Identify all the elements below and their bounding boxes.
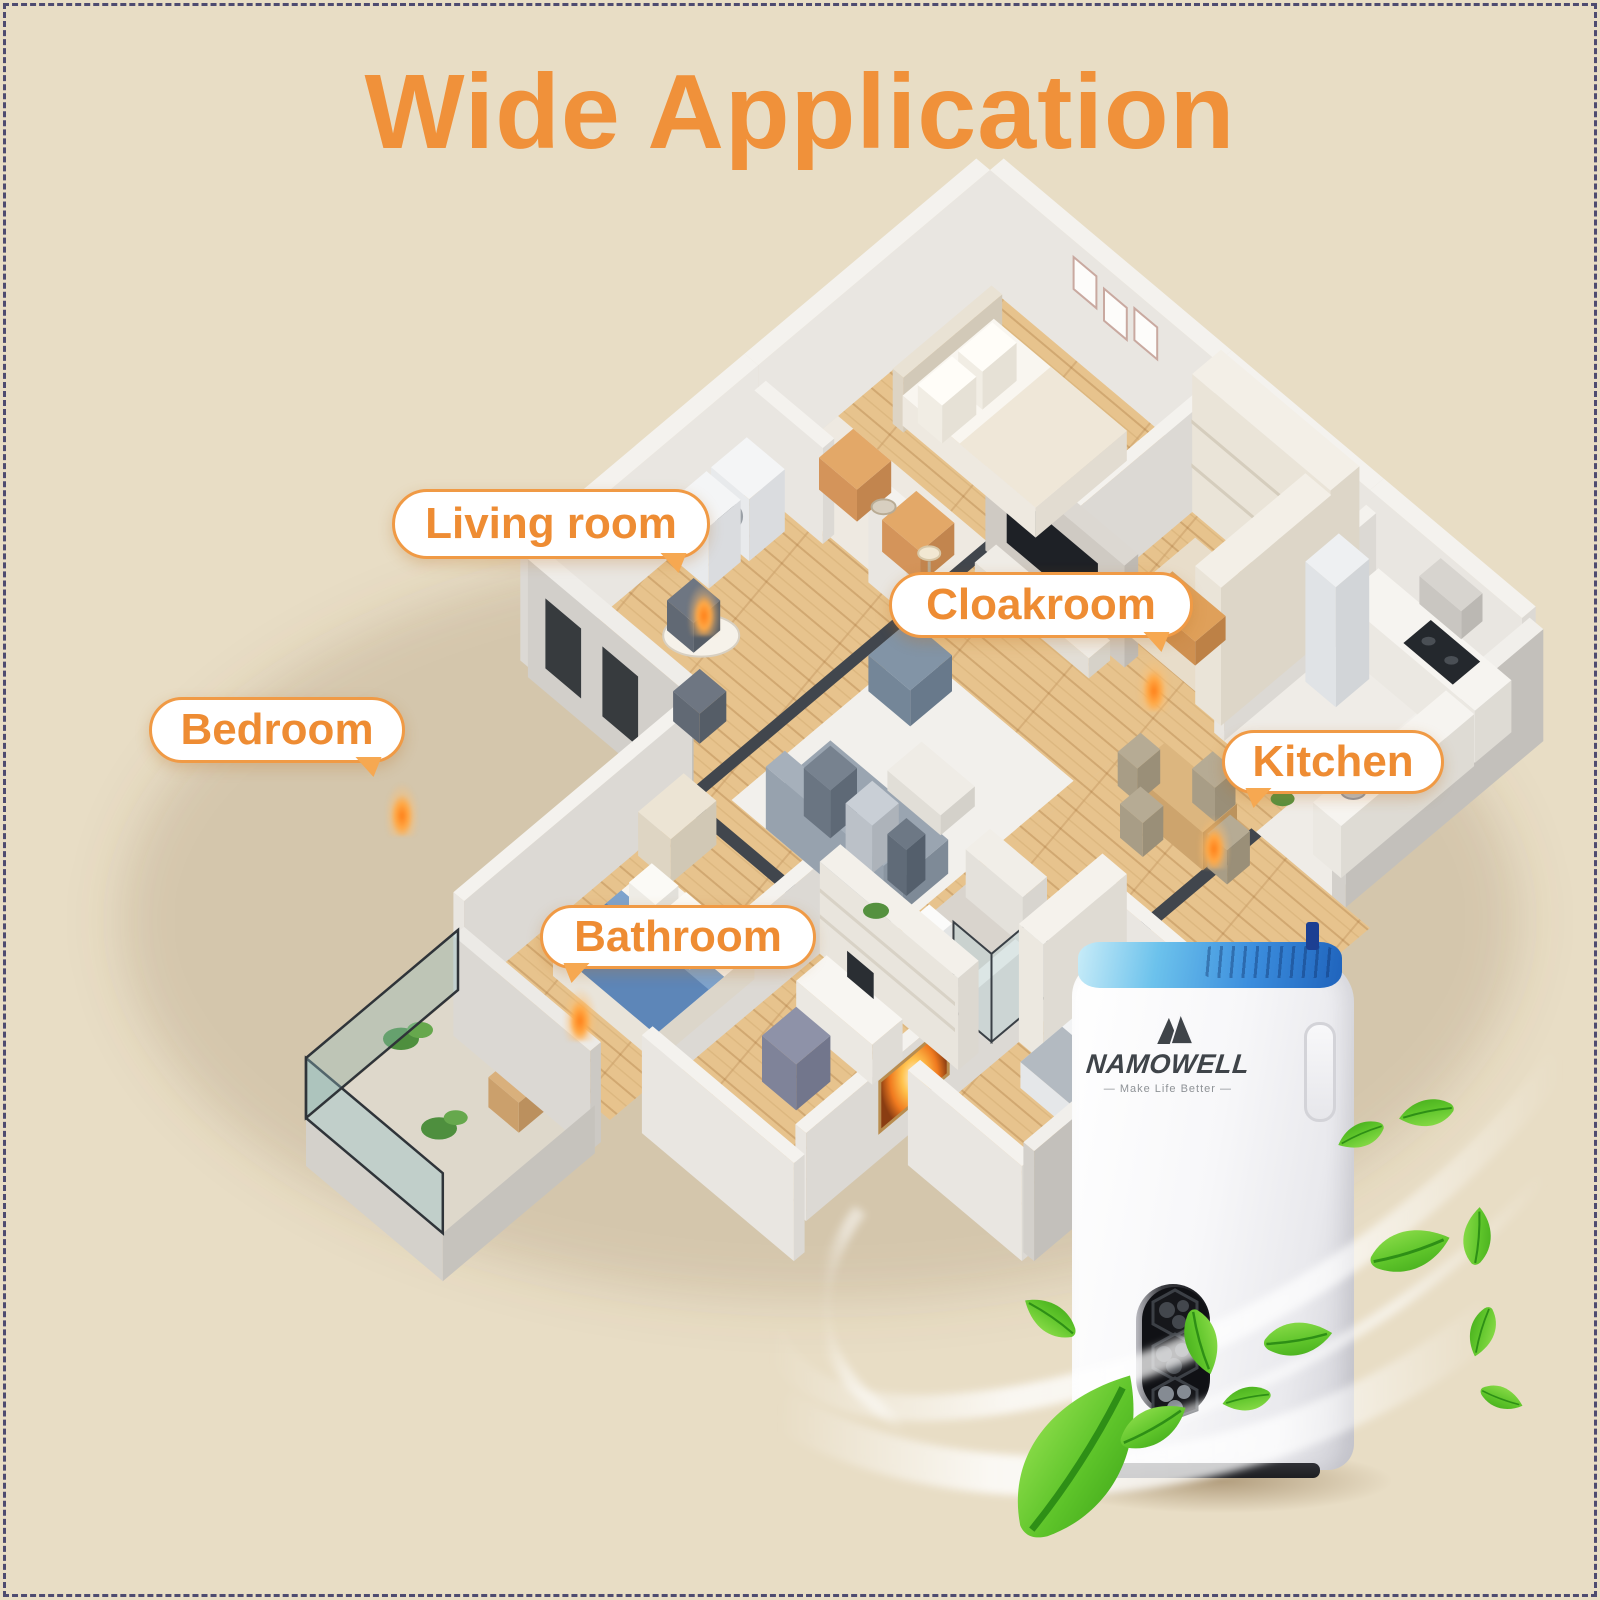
flame-marker [386,752,418,836]
room-label-text: Cloakroom [926,580,1156,629]
room-label-living-room: Living room [392,489,710,559]
mountain-logo-icon [1157,1010,1195,1045]
flame-marker [688,552,720,636]
room-label-text: Bathroom [574,912,782,961]
product-base [1098,1463,1320,1478]
product-vent [1136,1284,1210,1418]
room-label-kitchen: Kitchen [1222,730,1444,794]
product-handle [1304,1022,1336,1122]
room-label-text: Living room [425,499,677,548]
brand-tagline: — Make Life Better — [1103,1083,1232,1095]
room-label-bathroom: Bathroom [540,905,816,969]
product-top-cap [1078,942,1342,988]
room-label-bedroom: Bedroom [149,697,405,763]
room-label-text: Kitchen [1252,737,1414,786]
flame-marker [1198,785,1230,869]
product-air-purifier: NAMOWELL — Make Life Better — [1072,922,1354,1482]
product-switch-knob [1306,922,1319,950]
room-label-text: Bedroom [180,705,374,754]
room-label-cloakroom: Cloakroom [889,572,1193,638]
page-title: Wide Application [364,53,1236,171]
brand-name: NAMOWELL [1084,1049,1251,1079]
brand-logo: NAMOWELL — Make Life Better — [1072,1008,1264,1095]
